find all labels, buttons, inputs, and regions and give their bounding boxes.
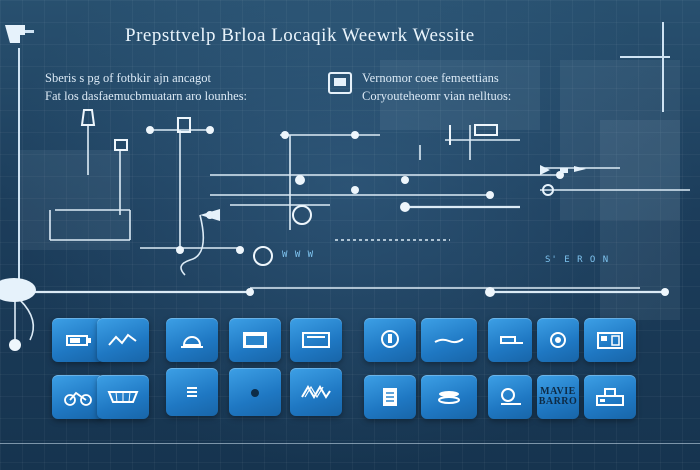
drone-icon: [500, 336, 523, 344]
intro-left-line1: Sberis s pg of fotbkir ajn ancagot: [45, 71, 211, 85]
battery-icon: [66, 335, 91, 346]
tile-wave[interactable]: [421, 318, 477, 362]
sensor-dome-icon: [181, 336, 203, 348]
blocks-icon: [596, 388, 624, 406]
list-icon: [187, 387, 197, 397]
tile-sensor[interactable]: [166, 318, 218, 362]
tile-tray[interactable]: [290, 318, 342, 362]
lamp-icon: [381, 330, 399, 348]
pattern-icon: [301, 385, 331, 399]
background-building: [560, 60, 680, 220]
bike-icon: [64, 391, 92, 406]
tile-window[interactable]: [229, 318, 281, 362]
tile-text-line2: BARRO: [538, 396, 578, 407]
intro-right-line1: Vernomor coee femeettians: [362, 71, 499, 85]
intro-right-line2: Coryouteheomr vian nelltuos:: [362, 89, 512, 103]
tile-lamp[interactable]: [364, 318, 416, 362]
signal-wave-icon: [108, 333, 137, 346]
code-label-b: S' E R O N: [545, 255, 610, 265]
disk-icon: [438, 391, 460, 404]
globe-icon: [501, 388, 521, 405]
tile-circuit[interactable]: [584, 318, 636, 362]
tile-text-line1: MAVIE: [540, 386, 576, 397]
dot-icon: [251, 389, 259, 397]
circuit-icon: [597, 332, 623, 349]
tile-drone[interactable]: [488, 318, 532, 362]
tile-text[interactable]: MAVIE BARRO: [537, 375, 579, 419]
monitor-icon: [328, 72, 352, 94]
tray-icon: [302, 332, 330, 348]
background-building: [380, 60, 540, 130]
eye-icon: [550, 332, 566, 348]
tile-bike[interactable]: [52, 375, 104, 419]
tile-disk[interactable]: [421, 375, 477, 419]
text-badge-icon: MAVIE BARRO: [539, 387, 578, 407]
window-icon: [243, 332, 267, 348]
tile-dot[interactable]: [229, 368, 281, 416]
tile-grid[interactable]: [97, 375, 149, 419]
document-icon: [383, 388, 397, 406]
background-building: [600, 120, 680, 320]
frame-left-line: [18, 48, 20, 298]
background-building: [20, 150, 130, 250]
wave-icon: [434, 338, 464, 344]
page-title: Prepsttvelp Brloa Locaqik Weewrk Wessite: [125, 25, 475, 46]
frame-right-tick: [620, 56, 670, 58]
intro-left-line2: Fat los dasfaemucbmuatarn aro lounhes:: [45, 89, 248, 103]
grid-icon: [107, 391, 139, 403]
tile-battery[interactable]: [52, 318, 104, 362]
tile-signal[interactable]: [97, 318, 149, 362]
tile-blocks[interactable]: [584, 375, 636, 419]
tile-list[interactable]: [166, 368, 218, 416]
tile-globe[interactable]: [488, 375, 532, 419]
tile-doc[interactable]: [364, 375, 416, 419]
code-label-a: W W W: [282, 250, 315, 260]
frame-bottom-line: [0, 443, 700, 444]
tile-pattern[interactable]: [290, 368, 342, 416]
tile-eye[interactable]: [537, 318, 579, 362]
frame-right-line: [662, 22, 664, 112]
